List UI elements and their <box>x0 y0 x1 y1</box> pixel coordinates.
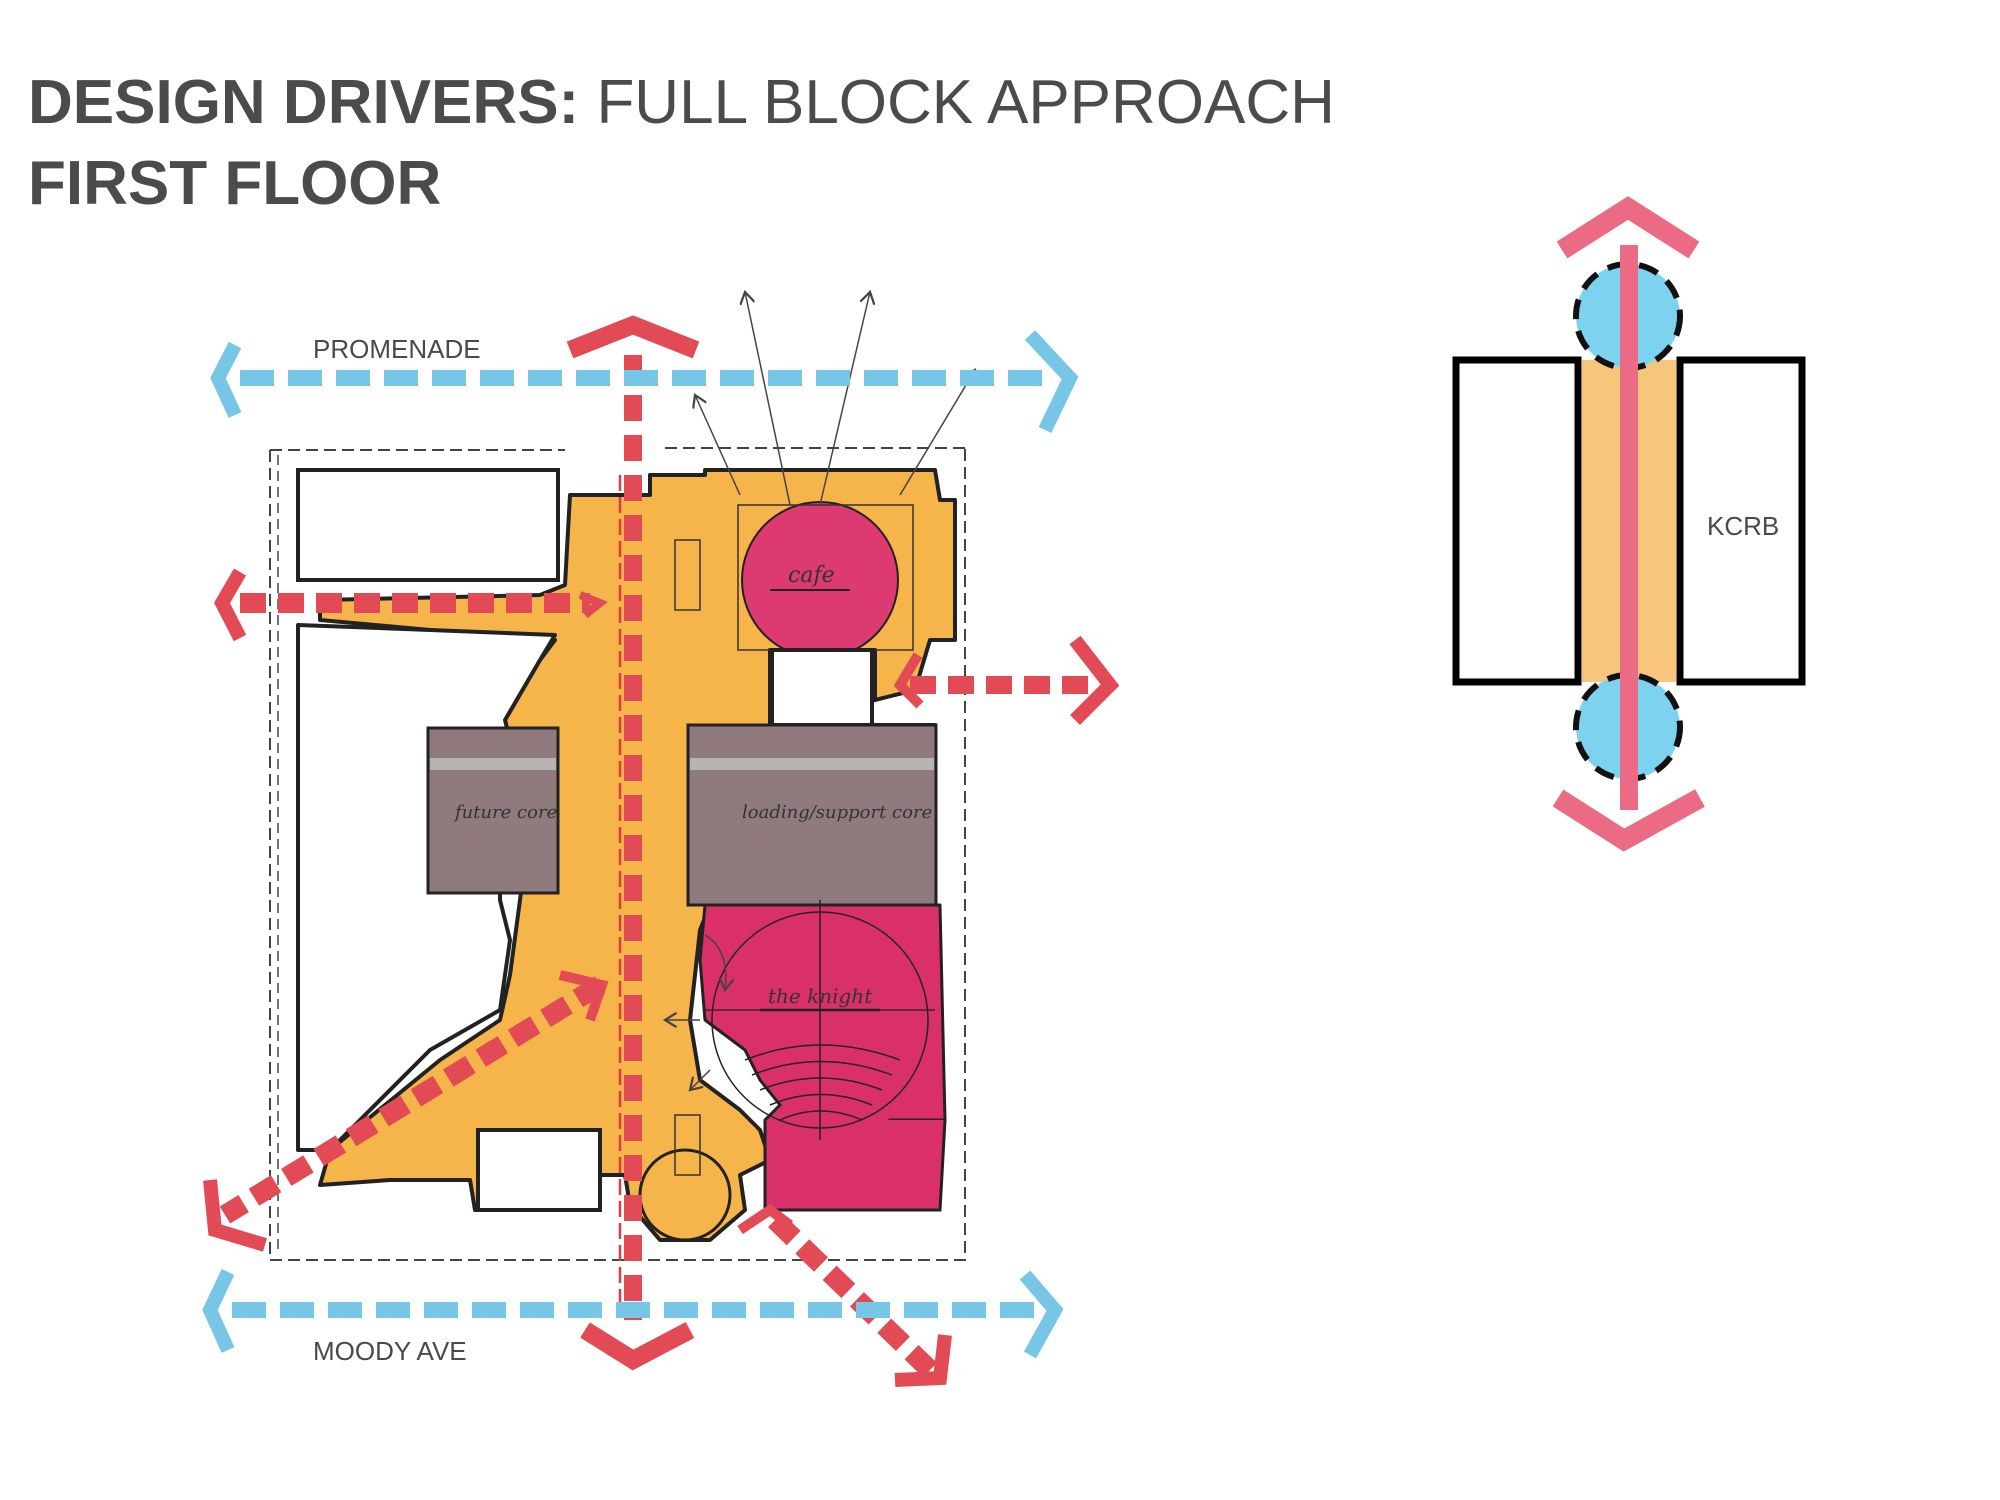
moody-ave-label: MOODY AVE <box>313 1336 467 1366</box>
stair-1 <box>674 539 701 611</box>
axis-arrowhead-bottom <box>580 1322 695 1371</box>
southeast-arrowhead <box>894 1334 952 1387</box>
cafe-label: cafe <box>788 563 835 588</box>
south-arrowhead <box>1552 789 1705 852</box>
view-arrows <box>665 292 975 1090</box>
stair-2 <box>674 1114 701 1176</box>
site-sketch: cafe future core loading/support core th… <box>202 292 1120 1387</box>
pedestrian-axis-southeast <box>768 1212 937 1378</box>
connection-bar <box>1620 245 1638 810</box>
axis-arrowhead-top <box>566 315 700 359</box>
page-title: DESIGN DRIVERS: FULL BLOCK APPROACH <box>28 72 1335 134</box>
west-arrowhead <box>214 568 247 642</box>
white-under-cafe <box>770 648 874 727</box>
east-arrowhead <box>1069 635 1120 725</box>
upper-left-block <box>296 468 560 582</box>
promenade-arrow-west <box>210 341 242 418</box>
left-building <box>1452 356 1582 686</box>
entry-circle <box>638 1148 732 1242</box>
loading-core-label: loading/support core <box>742 802 932 823</box>
key-plan: KCRB <box>1452 196 1806 852</box>
north-arrowhead <box>1556 196 1700 259</box>
site-boundary <box>269 447 966 1261</box>
promenade-label: PROMENADE <box>313 334 481 364</box>
title-rest: FULL BLOCK APPROACH <box>596 68 1335 137</box>
promenade-arrow-east <box>1024 330 1079 434</box>
the-knight-zone <box>698 903 947 1142</box>
kcrb-label: KCRB <box>1707 511 1779 541</box>
moody-arrow-east <box>1019 1270 1064 1359</box>
loading-support-core <box>686 723 938 907</box>
moody-arrow-west <box>202 1269 235 1353</box>
lower-white-block <box>476 1128 602 1212</box>
future-core <box>426 726 560 895</box>
southwest-arrowhead <box>203 1179 268 1252</box>
right-building-kcrb <box>1676 356 1806 686</box>
the-knight-label: the knight <box>768 984 873 1008</box>
page-subtitle: FIRST FLOOR <box>28 149 442 218</box>
title-bold: DESIGN DRIVERS: <box>28 68 580 137</box>
pedestrian-axis-southwest <box>219 976 606 1224</box>
future-core-label: future core <box>453 802 557 823</box>
